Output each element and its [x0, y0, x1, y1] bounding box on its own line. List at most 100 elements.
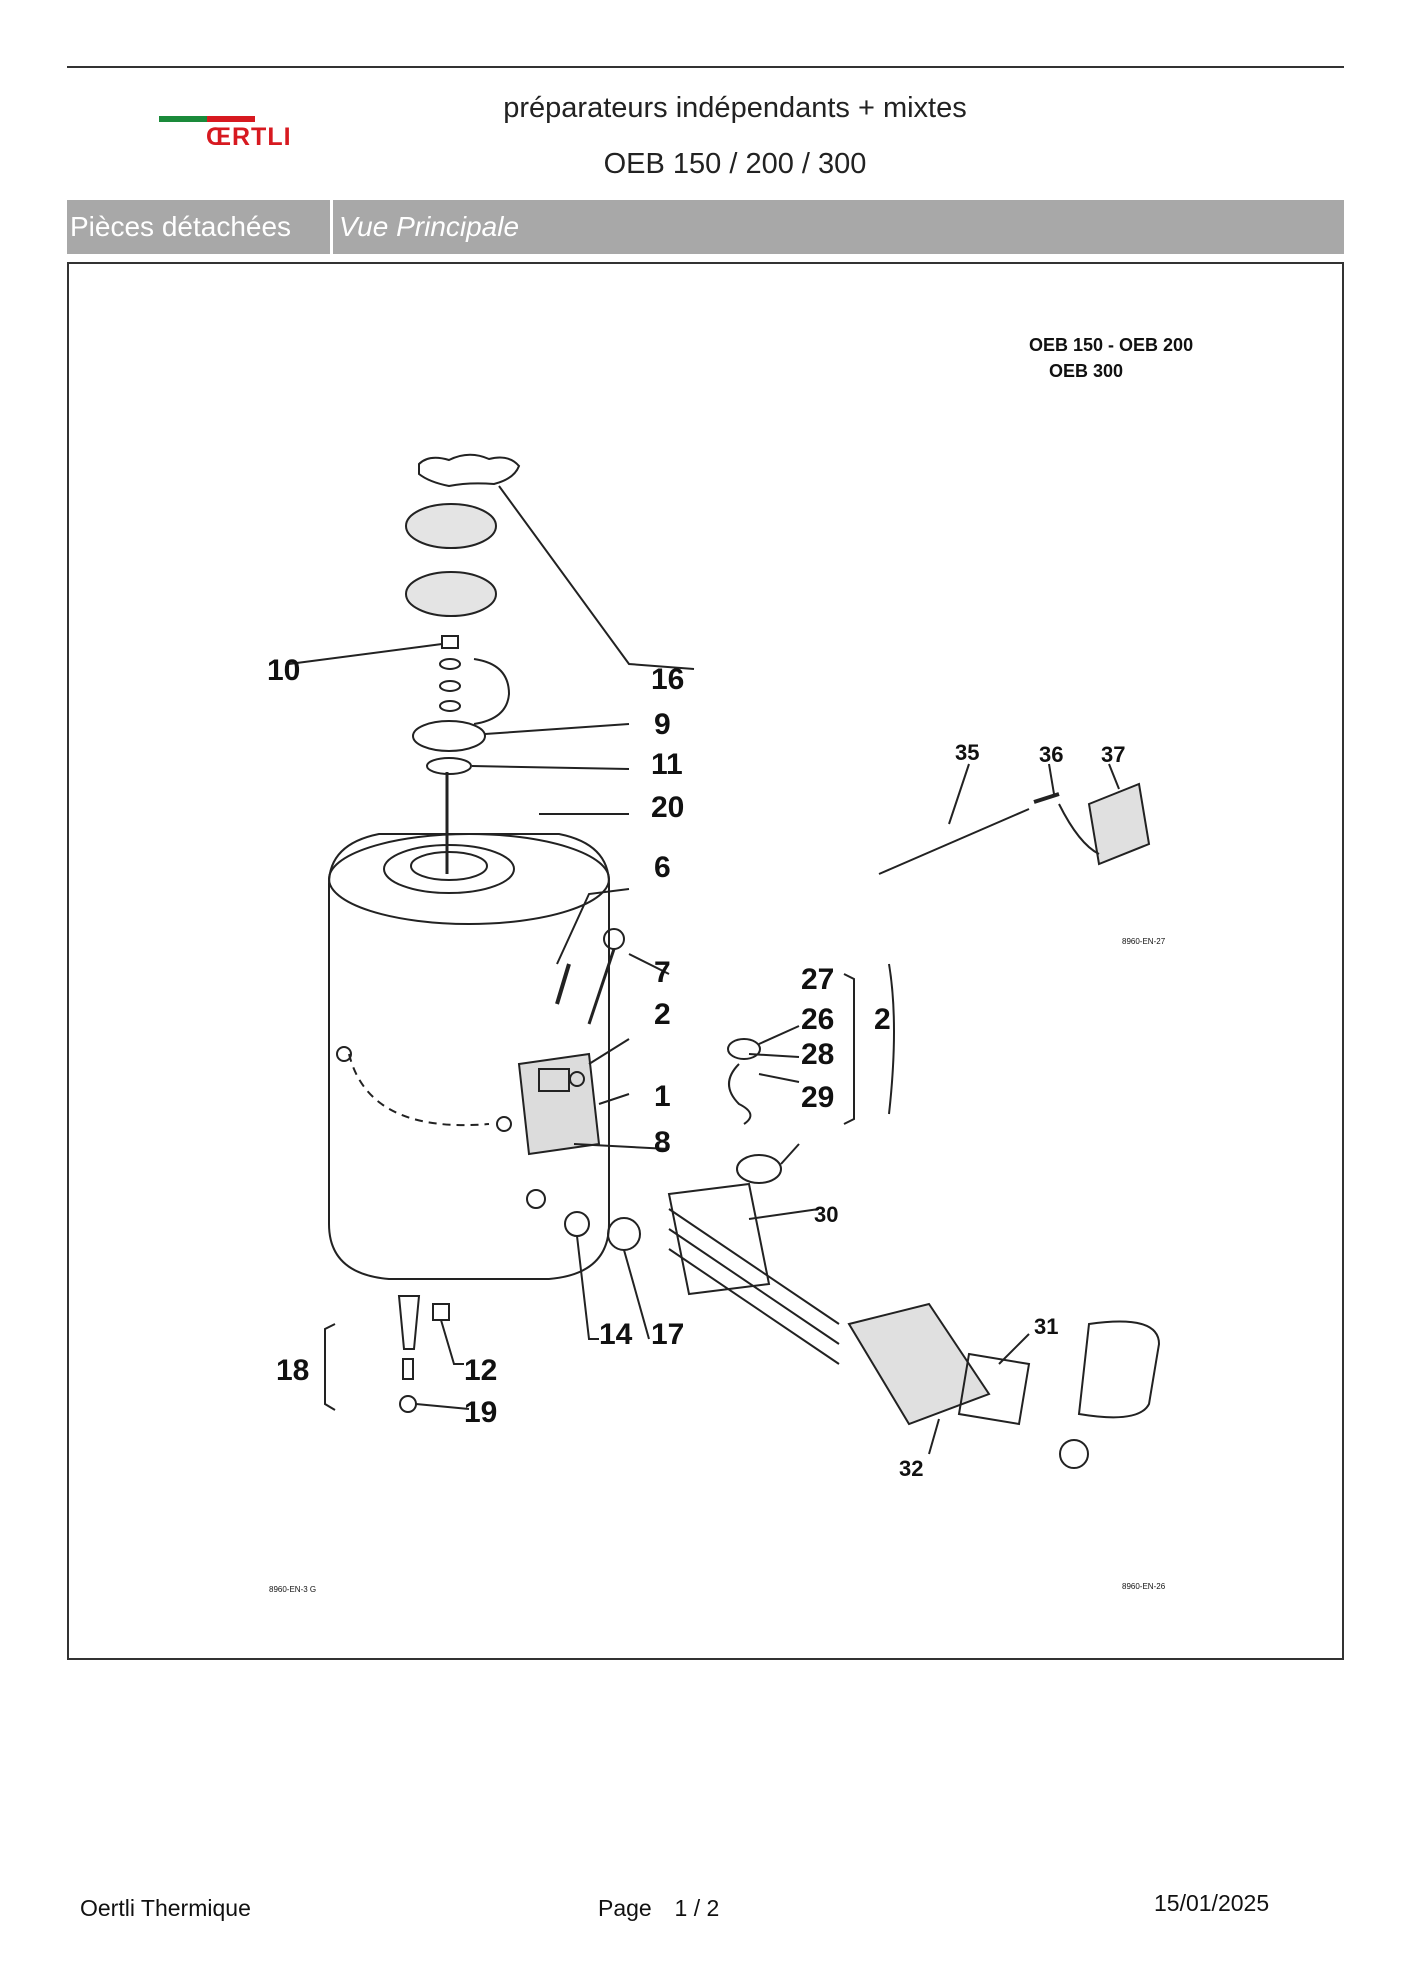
leader-11	[471, 765, 630, 770]
leader-14	[576, 1235, 599, 1340]
section-view: Vue Principale	[339, 211, 520, 242]
leader-17	[623, 1249, 650, 1340]
control-knob	[569, 1071, 585, 1087]
nut-32	[1059, 1439, 1089, 1469]
side-fitting	[336, 1046, 352, 1062]
control-display	[538, 1068, 570, 1092]
wire-loop	[473, 658, 511, 725]
leader-26	[748, 1053, 800, 1058]
heating-rods	[668, 1208, 840, 1365]
leader-32	[928, 1418, 940, 1455]
callout-9: 9	[654, 708, 671, 741]
leader-10	[288, 643, 443, 665]
section-category: Pièces détachées	[67, 200, 333, 254]
thermostat-37	[1087, 782, 1151, 866]
leader-30	[748, 1208, 820, 1220]
top-gasket-shape	[418, 453, 521, 488]
callout-32: 32	[899, 1456, 923, 1481]
nut-12	[432, 1303, 450, 1321]
callout-31: 31	[1034, 1314, 1058, 1339]
flange	[412, 720, 486, 752]
drain-stem	[402, 1358, 414, 1380]
drain-cone	[397, 1295, 421, 1350]
leader-19	[415, 1403, 470, 1410]
footer-page: Page 1 / 2	[598, 1895, 719, 1922]
logo-green-bar	[159, 116, 207, 122]
tank-top	[328, 833, 610, 925]
footer-page-total: 2	[706, 1895, 720, 1921]
callout-8: 8	[654, 1126, 671, 1159]
leader-1	[598, 1093, 630, 1105]
terminal-block	[957, 1352, 1031, 1426]
footer-company: Oertli Thermique	[80, 1895, 251, 1921]
plug-14	[564, 1211, 590, 1237]
exploded-view-svg: OEB 150 - OEB 200 OEB 300 8960-EN-27 896…	[267, 335, 1193, 1594]
cap-17	[607, 1217, 641, 1251]
probe-35	[878, 808, 1030, 875]
bracket-2	[888, 963, 895, 1115]
exploded-view-drawing: OEB 150 - OEB 200 OEB 300 8960-EN-27 896…	[67, 262, 1344, 1660]
section-bar: Pièces détachées Vue Principale	[67, 200, 1344, 254]
callout-28: 28	[801, 1038, 834, 1071]
callout-37: 37	[1101, 742, 1125, 767]
leader-31	[998, 1333, 1030, 1365]
oertli-logo: ŒRTLI	[159, 112, 309, 152]
leader-16	[498, 485, 695, 670]
side-fitting-2	[496, 1116, 512, 1132]
document-subtitle: OEB 150 / 200 / 300	[603, 148, 867, 180]
bracket-kit	[843, 973, 855, 1125]
side-port	[526, 1189, 546, 1209]
callout-1: 1	[654, 1080, 671, 1113]
footer-page-label: Page	[598, 1895, 652, 1921]
kit-cable	[728, 1063, 752, 1125]
callout-30: 30	[814, 1202, 838, 1227]
leader-12	[440, 1319, 464, 1365]
leader-36	[1048, 763, 1055, 795]
washer-1	[439, 658, 461, 670]
kit-coil-29	[736, 1154, 782, 1184]
flange-gasket	[426, 757, 472, 775]
footer-date: 15/01/2025	[1154, 1890, 1270, 1916]
insulation-disc-2	[405, 571, 497, 617]
models-line2: OEB 300	[1049, 361, 1123, 381]
logo-text: ŒRTLI	[206, 123, 292, 151]
top-rule	[67, 66, 1344, 68]
leader-27	[758, 1025, 800, 1045]
callout-26: 26	[801, 1003, 834, 1036]
callout-18: 18	[276, 1354, 309, 1387]
tank-body	[328, 833, 610, 1280]
callout-7: 7	[654, 956, 671, 989]
probe-6	[555, 963, 571, 1005]
callout-10: 10	[267, 654, 300, 687]
leader-7	[628, 953, 670, 975]
bracket-18	[324, 1323, 336, 1411]
models-line1: OEB 150 - OEB 200	[1029, 335, 1193, 355]
leader-8	[573, 1143, 670, 1150]
gasket-31b	[1077, 1320, 1161, 1419]
leader-28	[758, 1073, 800, 1083]
leader-2	[588, 1038, 630, 1065]
document-title: préparateurs indépendants + mixtes	[503, 92, 967, 124]
thermostat-cap	[603, 928, 625, 950]
callout-19: 19	[464, 1396, 497, 1429]
thermostat-stem	[587, 948, 616, 1025]
internal-coil-dashed	[348, 1053, 490, 1127]
callout-29: 29	[801, 1081, 834, 1114]
leader-6	[556, 888, 630, 965]
drain-cap	[399, 1395, 417, 1413]
logo-red-bar	[207, 116, 255, 122]
callout-12: 12	[464, 1354, 497, 1387]
leader-29	[780, 1143, 800, 1165]
probe-36	[1033, 792, 1060, 804]
cable-37	[1058, 803, 1100, 855]
callout-36: 36	[1039, 742, 1063, 767]
nut-1	[441, 635, 459, 649]
leader-9	[484, 723, 630, 735]
footer-page-current: 1	[674, 1895, 688, 1921]
leader-37	[1108, 763, 1120, 790]
kit-27	[727, 1038, 761, 1060]
callout-11: 11	[651, 748, 683, 781]
washer-2	[439, 680, 461, 692]
callout-6: 6	[654, 851, 671, 884]
element-housing-31	[847, 1302, 991, 1426]
